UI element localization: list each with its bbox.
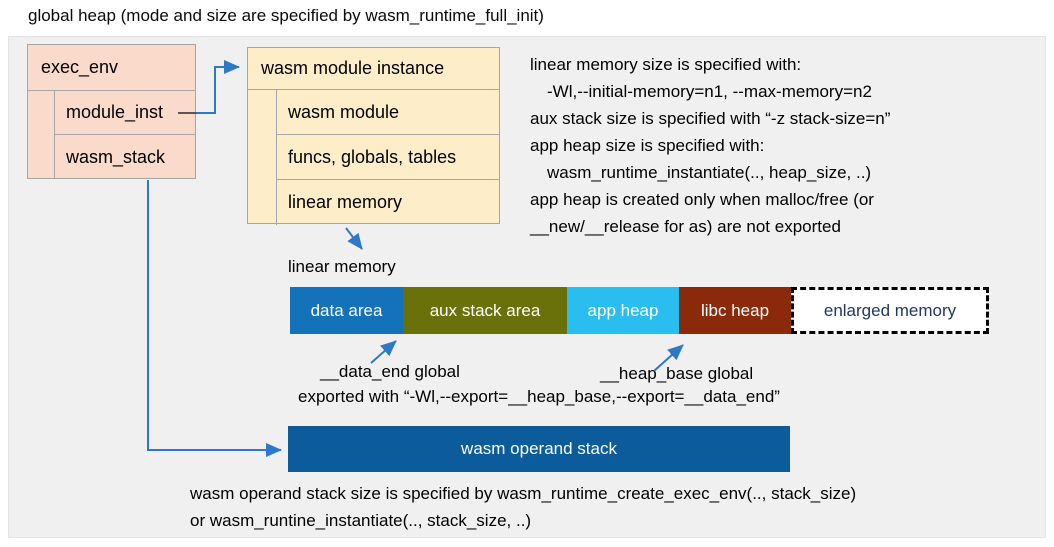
heap-base-global-label: __heap_base global <box>600 364 754 383</box>
instance-row-wasm-module: wasm module <box>277 90 499 135</box>
footer-line: wasm operand stack size is specified by … <box>190 484 857 503</box>
wasm-module-instance-header: wasm module instance <box>261 58 445 78</box>
note-line: __new/__release for as) are not exported <box>530 217 841 236</box>
note-line: linear memory size is specified with: <box>530 55 802 74</box>
exec-env-row-module-inst: module_inst <box>55 91 195 135</box>
footer-line: or wasm_runtine_instantiate(.., stack_si… <box>190 511 532 530</box>
note-line: wasm_runtime_instantiate(.., heap_size, … <box>547 163 872 182</box>
exec-env-rows: module_inst wasm_stack <box>28 90 195 179</box>
exec-env-row-wasm-stack: wasm_stack <box>66 146 166 167</box>
linear-memory-bar: data area aux stack area app heap libc h… <box>290 287 989 334</box>
instance-row-linear-memory: linear memory <box>288 192 403 212</box>
note-line: app heap size is specified with: <box>530 136 765 155</box>
memory-size-notes: linear memory size is specified with: -W… <box>530 51 890 240</box>
diagram-title: global heap (mode and size are specified… <box>28 6 544 25</box>
note-line: -Wl,--initial-memory=n1, --max-memory=n2 <box>547 82 872 101</box>
linear-memory-label: linear memory <box>288 257 396 276</box>
instance-row-funcs-globals-tables: funcs, globals, tables <box>277 135 499 180</box>
wasm-operand-stack-label: wasm operand stack <box>461 439 617 458</box>
segment-app-heap: app heap <box>567 287 679 334</box>
segment-enlarged-memory: enlarged memory <box>791 287 989 334</box>
export-note-label: exported with “-Wl,--export=__heap_base,… <box>298 387 780 406</box>
wasm-operand-stack-bar: wasm operand stack <box>288 426 790 472</box>
note-line: app heap is created only when malloc/fre… <box>530 190 874 209</box>
exec-env-header: exec_env <box>41 57 119 77</box>
wasm-module-instance-box: wasm module instance wasm module funcs, … <box>247 47 500 225</box>
segment-aux-stack-area: aux stack area <box>403 287 567 334</box>
segment-data-area: data area <box>290 287 403 334</box>
operand-stack-notes: wasm operand stack size is specified by … <box>190 480 856 534</box>
wasm-module-instance-rows: wasm module funcs, globals, tables linea… <box>248 89 499 225</box>
data-end-global-label: __data_end global <box>320 362 460 381</box>
segment-libc-heap: libc heap <box>679 287 791 334</box>
note-line: aux stack size is specified with “-z sta… <box>530 109 891 128</box>
exec-env-box: exec_env module_inst wasm_stack <box>27 44 196 179</box>
